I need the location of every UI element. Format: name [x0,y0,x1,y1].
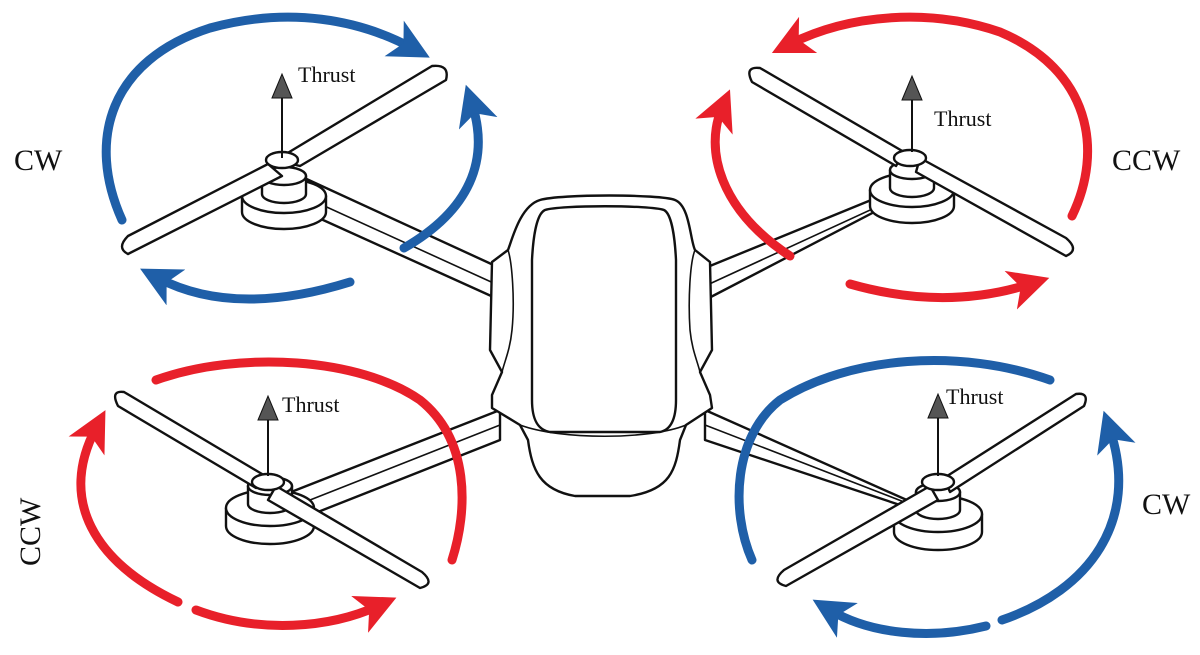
ccw-rotation-arrow-icon [191,596,397,633]
direction-label-front-right: CCW [1112,144,1181,177]
propeller-rear-right [776,392,1087,588]
direction-label-front-left: CW [14,144,63,177]
cw-rotation-arrow-icon [734,356,1055,565]
cw-rotation-arrow-icon [140,268,355,306]
drone-body [488,194,714,498]
thrust-arrow-rear-left [257,394,279,476]
propeller-front-right [748,66,1075,258]
thrust-label-front-right: Thrust [934,106,991,131]
cw-rotation-arrow-icon [101,12,430,225]
ccw-rotation-arrow-icon [68,410,183,607]
thrust-arrow-front-left [271,72,293,158]
cw-rotation-arrow-icon [399,84,498,253]
ccw-rotation-arrow-icon [845,270,1050,310]
cw-rotation-arrow-icon [812,599,991,638]
thrust-label-rear-right: Thrust [946,384,1003,409]
propeller-front-left [120,64,448,256]
propeller-rear-left [113,390,430,590]
thrust-label-rear-left: Thrust [282,392,339,417]
direction-label-rear-right: CW [1142,488,1191,521]
cw-rotation-arrow-icon [997,410,1136,625]
thrust-arrow-front-right [901,74,923,152]
thrust-arrow-rear-right [927,392,949,476]
ccw-rotation-arrow-icon [771,12,1093,221]
thrust-label-front-left: Thrust [298,62,355,87]
ccw-rotation-arrow-icon [695,89,795,261]
direction-label-rear-left: CCW [14,497,47,566]
ccw-rotation-arrow-icon [151,357,467,565]
